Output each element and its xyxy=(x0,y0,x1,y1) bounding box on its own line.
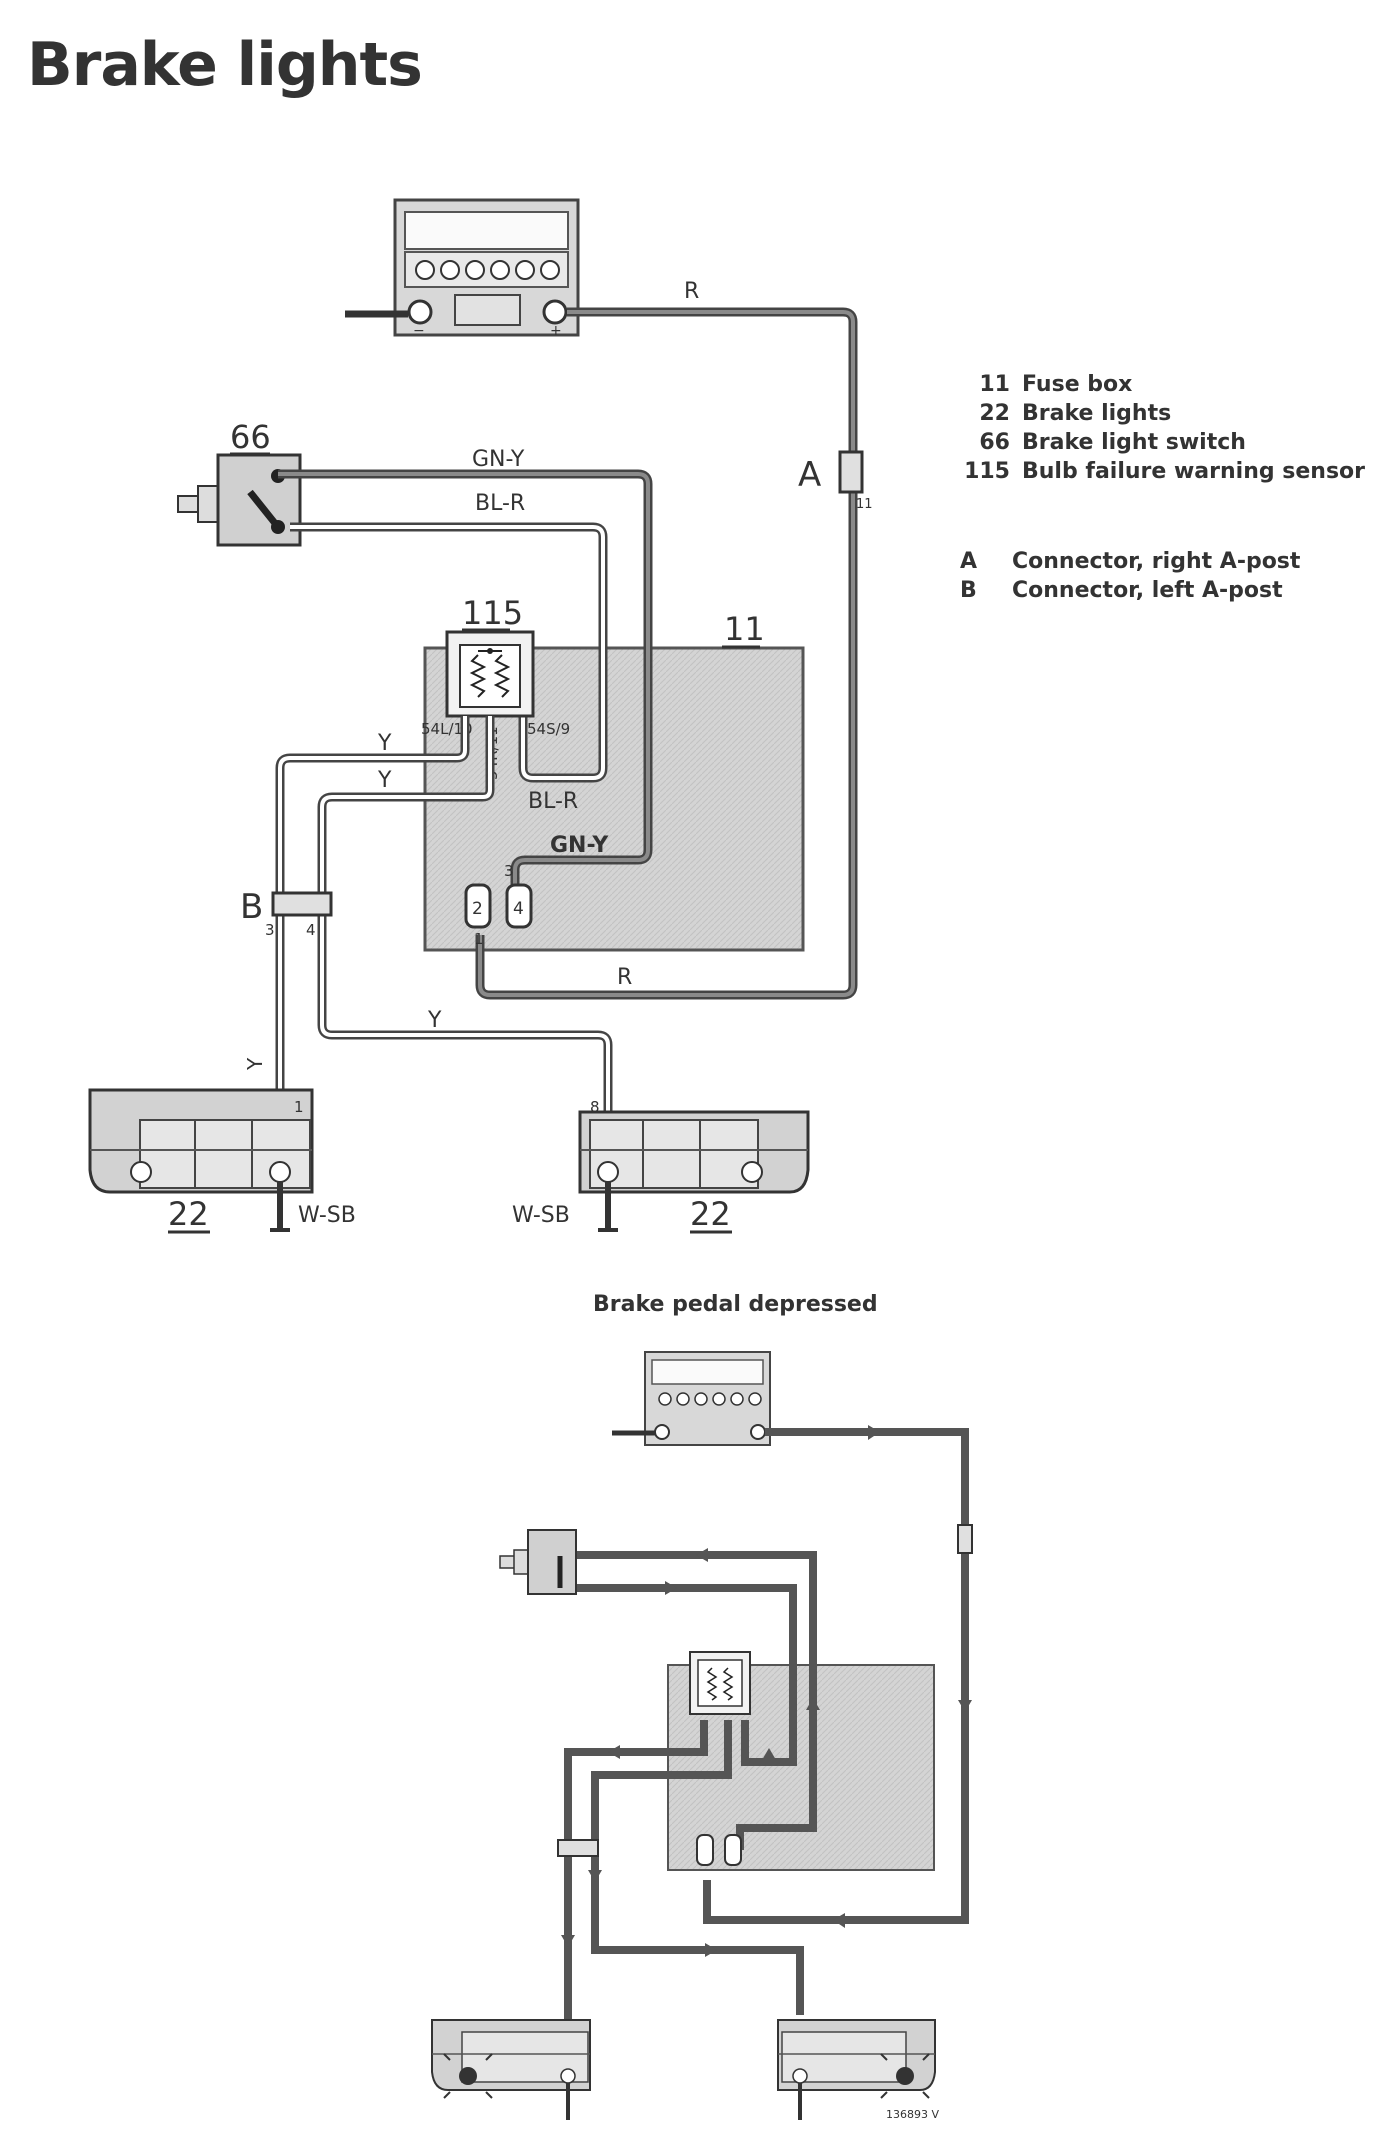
connector-a-pin: 11 xyxy=(856,497,873,512)
legend-label: Fuse box xyxy=(1022,372,1133,397)
sub-supply-unit xyxy=(612,1351,771,1446)
fuse-box-label: 11 xyxy=(724,610,765,648)
sensor-pin-54s: 54S/9 xyxy=(527,720,570,738)
fuse-pin-3: 3 xyxy=(504,862,514,880)
sensor-label: 115 xyxy=(462,594,523,632)
lamp-right-pin: 8 xyxy=(590,1098,600,1116)
fuse-terminal-4 xyxy=(505,883,533,929)
sub-wire-supply xyxy=(703,1428,969,1924)
connector-b-pin3: 3 xyxy=(265,921,275,939)
legend-number: 11 xyxy=(979,372,1010,397)
battery-negative-sign: − xyxy=(413,323,425,339)
legend-number: 22 xyxy=(979,401,1010,426)
figure-code: 136893 V xyxy=(886,2108,939,2121)
connector-b-pin4: 4 xyxy=(306,921,316,939)
fuse-terminal-4-label: 4 xyxy=(513,899,524,919)
component-legend: 11 Fuse box 22 Brake lights 66 Brake lig… xyxy=(940,372,1370,502)
sub-connector-b xyxy=(557,1839,599,1857)
switch-label: 66 xyxy=(230,418,271,456)
sub-diagram-caption: Brake pedal depressed xyxy=(593,1292,878,1317)
sub-right-brake-lamp xyxy=(777,2019,936,2120)
lamp-left-label: 22 xyxy=(168,1195,209,1233)
connector-legend: A Connector, right A-post B Connector, l… xyxy=(960,549,1360,619)
connector-label: Connector, left A-post xyxy=(1012,578,1283,603)
connector-letter: A xyxy=(960,549,978,574)
connector-b-label: B xyxy=(240,887,263,927)
sub-brake-light-switch xyxy=(499,1529,577,1595)
fuse-pin-1: 1 xyxy=(474,930,484,948)
lamp-right-ground-label: W-SB xyxy=(512,1203,570,1228)
lamp-right-label: 22 xyxy=(690,1195,731,1233)
wire-y-vertical-label: Y xyxy=(243,1057,267,1071)
legend-label: Brake lights xyxy=(1022,401,1172,426)
wire-gn-y-inner-label: GN-Y xyxy=(550,833,609,858)
legend-label: Brake light switch xyxy=(1022,430,1246,455)
fuse-terminal-2-label: 2 xyxy=(472,899,483,919)
legend-number: 115 xyxy=(964,459,1010,484)
wire-r-top-label: R xyxy=(684,279,699,304)
wire-y-lower-label: Y xyxy=(377,768,392,793)
sub-flow-arrows xyxy=(561,1425,972,1957)
wire-y-upper-label: Y xyxy=(377,731,392,756)
connector-a xyxy=(838,450,864,494)
sub-wire-right-lamp xyxy=(591,1720,804,2015)
wire-gn-y-top-label: GN-Y xyxy=(472,447,525,472)
sub-connector-a xyxy=(957,1524,973,1554)
sub-wire-switch-upper xyxy=(565,1551,817,1850)
lamp-left-pin: 1 xyxy=(294,1098,304,1116)
connector-letter: B xyxy=(960,578,977,603)
wire-bl-r-inner-label: BL-R xyxy=(528,789,578,814)
bulb-failure-sensor-115 xyxy=(445,630,535,718)
sensor-pin-54l: 54L/10 xyxy=(421,720,473,738)
brake-light-switch-66 xyxy=(177,453,302,547)
sub-wire-left-lamp xyxy=(564,1720,708,2020)
legend-number: 66 xyxy=(979,430,1010,455)
fuse-terminal-2 xyxy=(464,883,492,929)
battery-positive-sign: + xyxy=(550,323,562,339)
sub-fuse-terminal-4 xyxy=(724,1834,742,1866)
wire-bl-r-top-label: BL-R xyxy=(475,491,525,516)
left-brake-lamp-22 xyxy=(88,1088,314,1232)
sub-wire-switch-lower xyxy=(565,1584,797,1766)
legend-label: Bulb failure warning sensor xyxy=(1022,459,1365,484)
connector-label: Connector, right A-post xyxy=(1012,549,1301,574)
right-brake-lamp-22 xyxy=(578,1110,810,1232)
page-title: Brake lights xyxy=(27,30,423,100)
sub-left-brake-lamp xyxy=(431,2019,591,2120)
supply-unit-main xyxy=(393,198,580,337)
connector-b xyxy=(271,891,333,917)
wire-r-bottom-label: R xyxy=(617,965,632,990)
sub-bulb-failure-sensor xyxy=(689,1651,751,1715)
lamp-left-ground-label: W-SB xyxy=(298,1203,356,1228)
connector-a-label: A xyxy=(798,455,821,495)
sub-fuse-terminal-2 xyxy=(696,1834,714,1866)
wire-y-bottom-label: Y xyxy=(427,1008,442,1033)
